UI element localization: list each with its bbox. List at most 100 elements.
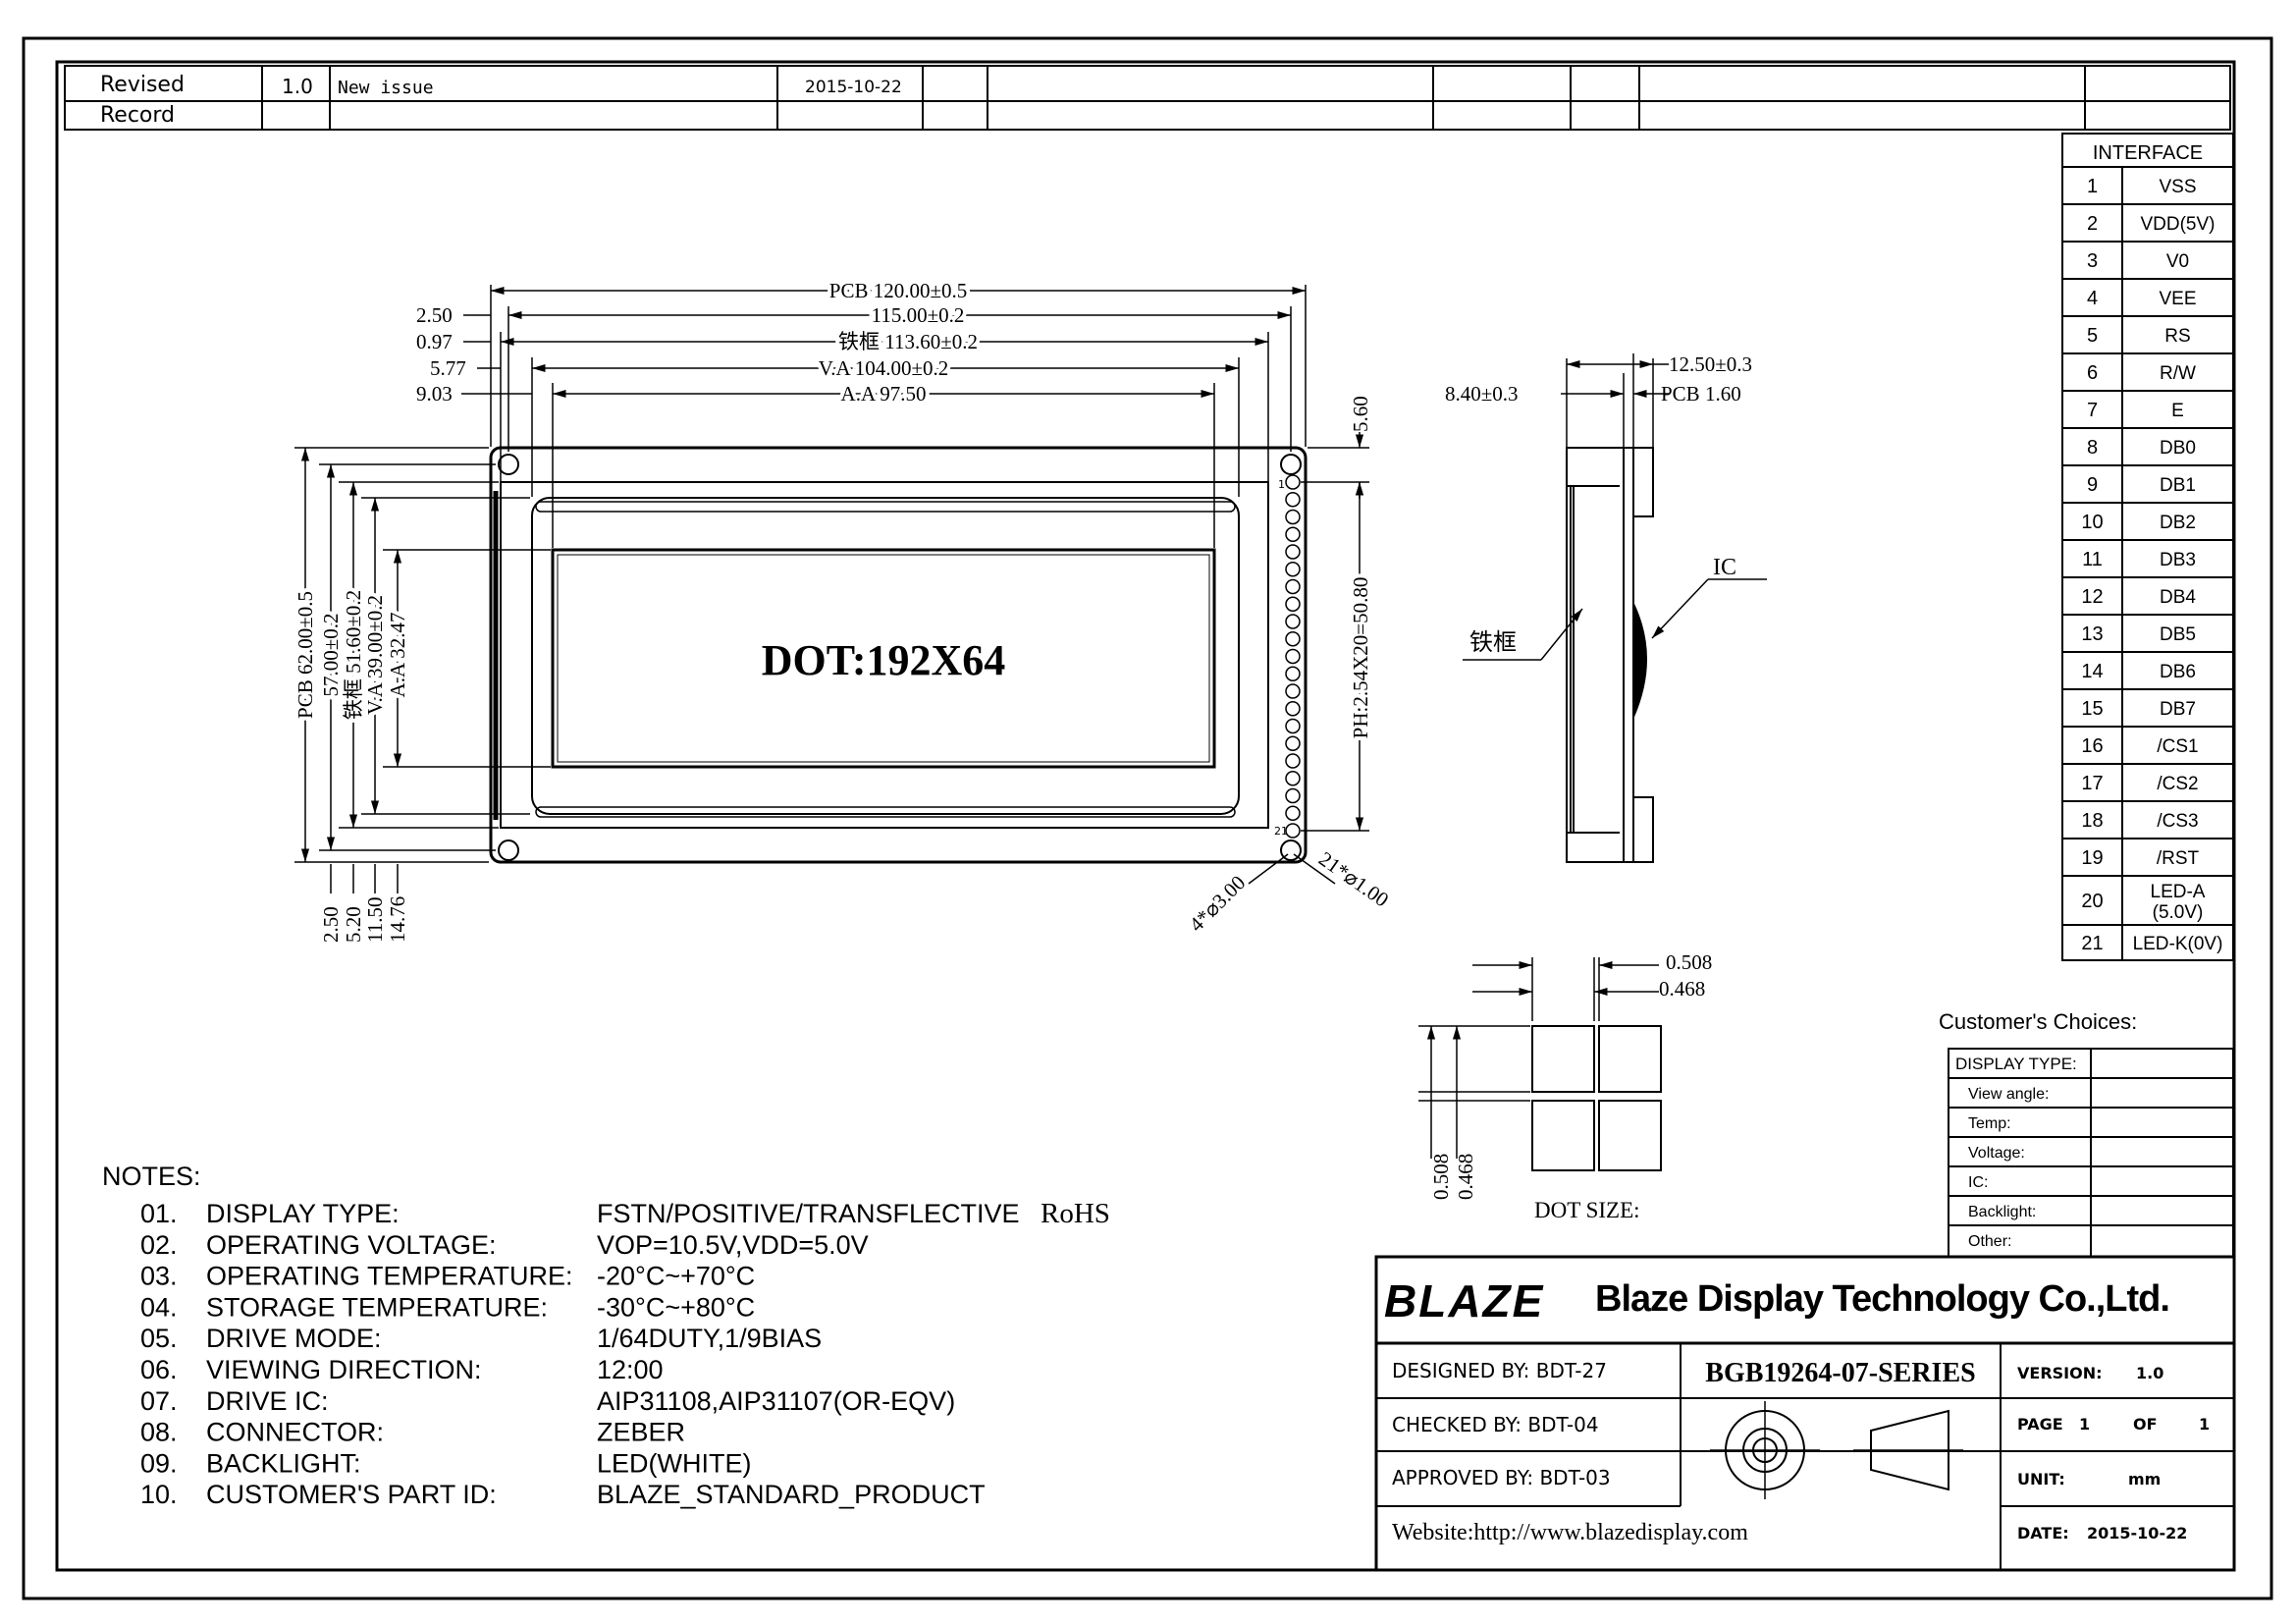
pin-name: DB1 <box>2160 475 2196 496</box>
pin-number: 1 <box>2087 176 2098 197</box>
note-label: DRIVE MODE: <box>206 1324 382 1353</box>
pin-hole <box>1285 735 1301 751</box>
pin-name: DB4 <box>2160 587 2196 608</box>
note-label: BACKLIGHT: <box>206 1448 361 1478</box>
pin-hole <box>1285 701 1301 717</box>
pin-name: /CS1 <box>2157 736 2198 757</box>
active-area <box>551 548 1216 769</box>
note-number: 03. <box>140 1262 178 1291</box>
dim-2.50-top: 2.50 <box>416 303 453 327</box>
note-label: VIEWING DIRECTION: <box>206 1355 482 1384</box>
top-dimensions <box>461 285 1307 548</box>
note-number: 07. <box>140 1386 178 1416</box>
mount-hole <box>498 454 519 475</box>
rev-version: 1.0 <box>282 75 313 98</box>
note-label: CUSTOMER'S PART ID: <box>206 1480 497 1509</box>
pin-number: 15 <box>2081 698 2103 720</box>
dot-pitch-h: 0.508 <box>1666 950 1712 974</box>
pin-number: 17 <box>2081 773 2103 794</box>
pin-name: E <box>2171 401 2184 421</box>
version-value: 1.0 <box>2136 1364 2163 1382</box>
title-block <box>1374 1255 2236 1572</box>
side-pcb <box>1623 447 1634 863</box>
ic-bump <box>1632 603 1647 718</box>
rev-label-2: Record <box>100 103 175 128</box>
dim-pin-pitch: PH:2.54X20=50.80 <box>1349 577 1372 739</box>
dim-va-width: V.A 104.00±0.2 <box>819 356 949 380</box>
version-label: VERSION: <box>2017 1364 2103 1382</box>
pin-name: LED-K(0V) <box>2133 934 2223 954</box>
pin-name: /CS3 <box>2157 811 2198 832</box>
notes-title: NOTES: <box>102 1162 201 1191</box>
dim-5.77-top: 5.77 <box>430 356 466 380</box>
revision-table <box>64 65 2231 131</box>
pin-name-2: (5.0V) <box>2153 902 2204 923</box>
approved-by: APPROVED BY: BDT-03 <box>1392 1466 1611 1489</box>
choice-label: IC: <box>1968 1174 1988 1191</box>
note-label: DRIVE IC: <box>206 1386 329 1416</box>
pin-hole <box>1285 753 1301 769</box>
pin-name: DB6 <box>2160 662 2196 682</box>
logo-text: BLAZE <box>1384 1275 1544 1326</box>
note-label: STORAGE TEMPERATURE: <box>206 1292 548 1322</box>
dim-pcb-width: PCB 120.00±0.5 <box>829 279 967 302</box>
note-number: 05. <box>140 1324 178 1353</box>
company-name: Blaze Display Technology Co.,Ltd. <box>1595 1278 2169 1320</box>
dim-57: 57.00±0.2 <box>319 613 343 696</box>
part-number: BGB19264-07-SERIES <box>1705 1358 1975 1388</box>
pin-hole <box>1285 648 1301 665</box>
note-label: OPERATING VOLTAGE: <box>206 1230 497 1260</box>
pin-number: 2 <box>2087 213 2098 235</box>
pin-hole <box>1285 614 1301 629</box>
ic-label: IC <box>1713 555 1736 580</box>
mount-hole <box>1280 454 1302 475</box>
note-number: 02. <box>140 1230 178 1260</box>
pin-number: 19 <box>2081 847 2103 869</box>
dim-5.20-bottom: 5.20 <box>342 906 365 943</box>
pin-hole <box>1285 474 1301 490</box>
note-value: BLAZE_STANDARD_PRODUCT <box>597 1480 986 1509</box>
checked-by: CHECKED BY: BDT-04 <box>1392 1413 1599 1436</box>
note-value: -30°C~+80°C <box>597 1292 755 1322</box>
pin-hole <box>1285 509 1301 525</box>
pin-number: 3 <box>2087 250 2098 272</box>
note-label: CONNECTOR: <box>206 1418 384 1447</box>
pin-hole <box>1285 666 1301 681</box>
choice-label: Other: <box>1968 1233 2011 1250</box>
dot-size-h: 0.468 <box>1659 977 1705 1001</box>
pin-name: /CS2 <box>2157 774 2198 794</box>
mount-hole <box>1280 839 1302 861</box>
choice-label: Temp: <box>1968 1115 2011 1132</box>
note-number: 01. <box>140 1199 178 1228</box>
note-value: ZEBER <box>597 1418 685 1447</box>
pin-number: 9 <box>2087 474 2098 496</box>
pin-number: 16 <box>2081 735 2103 757</box>
blaze-logo: BLAZE <box>1384 1275 1544 1326</box>
front-view <box>489 446 1308 864</box>
pin-hole <box>1285 596 1301 612</box>
dim-frame-width: 铁框 113.60±0.2 <box>838 330 978 353</box>
pin-name: DB7 <box>2160 699 2196 720</box>
note-label: OPERATING TEMPERATURE: <box>206 1262 573 1291</box>
dim-pin-holes: 21*⌀1.00 <box>1314 846 1393 911</box>
dot-size-title: DOT SIZE: <box>1534 1198 1640 1222</box>
pin-hole <box>1285 544 1301 560</box>
choices-title: Customer's Choices: <box>1939 1009 2137 1034</box>
pin-name: DB2 <box>2160 513 2196 533</box>
pin-name: R/W <box>2160 363 2196 384</box>
pin-number: 18 <box>2081 810 2103 832</box>
website: Website:http://www.blazedisplay.com <box>1392 1520 1748 1545</box>
dot-pitch-v: 0.508 <box>1429 1154 1453 1200</box>
metal-frame <box>500 481 1269 829</box>
pin-name: DB5 <box>2160 624 2196 645</box>
side-body <box>1566 447 1625 863</box>
notes: NOTES: 01.DISPLAY TYPE:FSTN/POSITIVE/TRA… <box>102 1162 1110 1509</box>
pin-number: 8 <box>2087 437 2098 459</box>
pin-number: 10 <box>2081 512 2103 533</box>
pin-hole <box>1285 787 1301 804</box>
unit-label: UNIT: <box>2017 1470 2065 1489</box>
dim-pcb-height: PCB 62.00±0.5 <box>294 591 317 719</box>
page-value: 1 <box>2079 1415 2090 1434</box>
dot-size-view <box>1418 957 1662 1171</box>
customer-choices: Customer's Choices: DISPLAY TYPE:View an… <box>1939 1009 2234 1258</box>
